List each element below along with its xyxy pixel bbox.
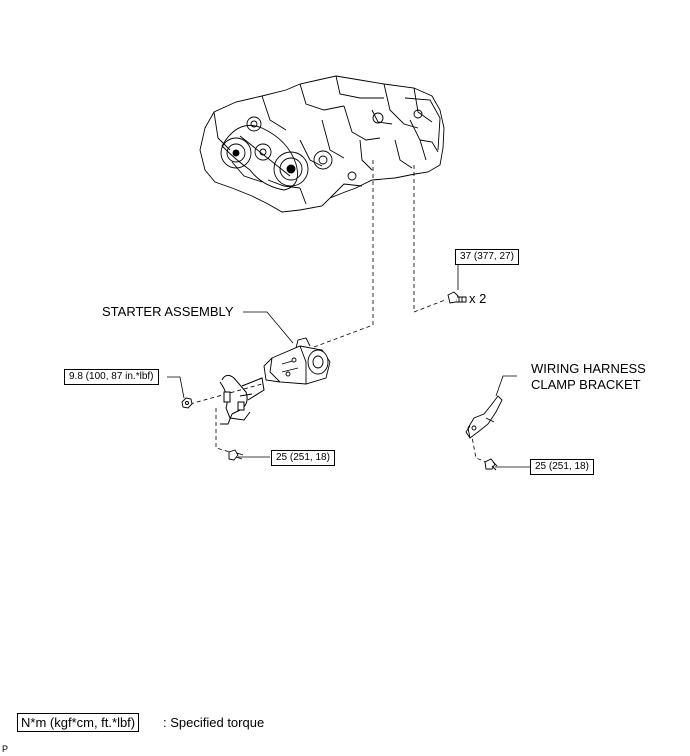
corner-mark: P	[2, 744, 9, 754]
starter-bolt-torque-box: 37 (377, 27)	[455, 249, 519, 265]
starter-assembly-illustration	[263, 337, 331, 385]
wiring-harness-label-line2: CLAMP BRACKET	[531, 377, 641, 392]
bracket-bolt-torque-box: 25 (251, 18)	[530, 459, 594, 475]
clamp-bracket-illustration	[465, 395, 503, 439]
ground-bolt-torque-box: 25 (251, 18)	[271, 450, 335, 466]
quantity-label: x 2	[469, 291, 487, 306]
wiring-harness-label-line1: WIRING HARNESS	[531, 361, 646, 376]
starter-assembly-label: STARTER ASSEMBLY	[102, 304, 234, 319]
nut-torque-box: 9.8 (100, 87 in.*lbf)	[64, 369, 159, 385]
engine-illustration	[199, 75, 445, 213]
ground-bolt-illustration	[228, 449, 244, 461]
starter-wire-harness	[219, 374, 265, 425]
starter-bolt-illustration	[447, 291, 467, 304]
nut-illustration	[181, 397, 193, 409]
leader-lines	[167, 258, 530, 468]
legend-unit-box: N*m (kgf*cm, ft.*lbf)	[17, 713, 140, 732]
bracket-bolt-illustration	[484, 458, 498, 471]
legend-text: : Specified torque	[163, 715, 265, 730]
alignment-lines	[189, 160, 487, 463]
